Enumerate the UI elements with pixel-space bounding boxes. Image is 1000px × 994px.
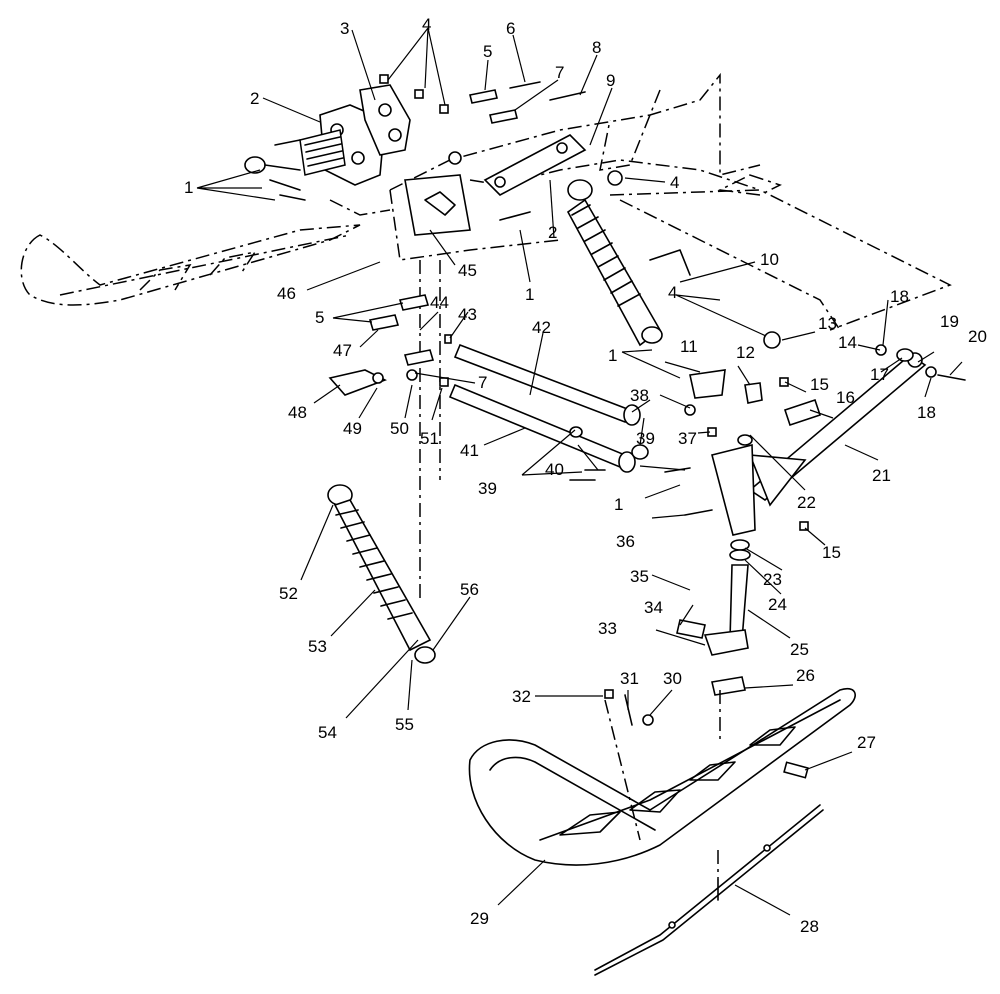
right-hardware bbox=[763, 331, 966, 531]
callout-16: 16 bbox=[836, 388, 855, 407]
left-ski-outline bbox=[20, 224, 361, 306]
callout-44: 44 bbox=[430, 293, 449, 312]
main-shock-absorber bbox=[566, 179, 691, 347]
callout-31: 31 bbox=[620, 669, 639, 688]
top-link-parts bbox=[448, 81, 623, 221]
callout-1d: 1 bbox=[614, 495, 623, 514]
callout-21: 21 bbox=[872, 466, 891, 485]
callout-55: 55 bbox=[395, 715, 414, 734]
callout-13: 13 bbox=[818, 314, 837, 333]
mount-plate bbox=[404, 174, 471, 236]
spindle-assembly bbox=[676, 434, 756, 656]
callout-30: 30 bbox=[663, 669, 682, 688]
callout-45: 45 bbox=[458, 261, 477, 280]
callout-15: 15 bbox=[810, 375, 829, 394]
callout-46: 46 bbox=[277, 284, 296, 303]
callout-51: 51 bbox=[420, 429, 439, 448]
callout-34: 34 bbox=[644, 598, 663, 617]
callout-32: 32 bbox=[512, 687, 531, 706]
callout-40: 40 bbox=[545, 460, 564, 479]
callout-1b: 1 bbox=[525, 285, 534, 304]
ski-wear-bar bbox=[594, 804, 824, 976]
callout-1c: 1 bbox=[608, 346, 617, 365]
callout-43: 43 bbox=[458, 305, 477, 324]
callout-49: 49 bbox=[343, 419, 362, 438]
callout-17: 17 bbox=[870, 365, 889, 384]
callout-28: 28 bbox=[800, 917, 819, 936]
callout-12: 12 bbox=[736, 343, 755, 362]
replacement-shock bbox=[327, 484, 436, 664]
callout-52: 52 bbox=[279, 584, 298, 603]
callout-11: 11 bbox=[680, 337, 698, 356]
callout-5: 5 bbox=[483, 42, 492, 61]
callout-6: 6 bbox=[506, 19, 515, 38]
callout-labels: 1 2 3 4 5 6 7 8 9 4 2 1 45 46 10 4 5 44 … bbox=[184, 15, 987, 936]
callout-26: 26 bbox=[796, 666, 815, 685]
callout-14: 14 bbox=[838, 333, 857, 352]
callout-15b: 15 bbox=[822, 543, 841, 562]
callout-2b: 2 bbox=[548, 223, 557, 242]
chassis-frame bbox=[329, 72, 952, 600]
callout-5b: 5 bbox=[315, 308, 324, 327]
callout-42: 42 bbox=[532, 318, 551, 337]
callout-22: 22 bbox=[797, 493, 816, 512]
tie-rod bbox=[748, 352, 927, 507]
callout-8: 8 bbox=[592, 38, 601, 57]
callout-47: 47 bbox=[333, 341, 352, 360]
strut-tubes bbox=[448, 343, 641, 473]
callout-27: 27 bbox=[857, 733, 876, 752]
callout-20: 20 bbox=[968, 327, 987, 346]
right-ski bbox=[468, 676, 856, 866]
callout-48: 48 bbox=[288, 403, 307, 422]
callout-18: 18 bbox=[890, 287, 909, 306]
callout-36: 36 bbox=[616, 532, 635, 551]
left-hardware bbox=[328, 294, 452, 396]
callout-23: 23 bbox=[763, 570, 782, 589]
callout-24: 24 bbox=[768, 595, 787, 614]
steering-parts bbox=[569, 369, 763, 516]
callout-18b: 18 bbox=[917, 403, 936, 422]
callout-29: 29 bbox=[470, 909, 489, 928]
callout-2: 2 bbox=[250, 89, 259, 108]
callout-33: 33 bbox=[598, 619, 617, 638]
callout-3: 3 bbox=[340, 19, 349, 38]
callout-53: 53 bbox=[308, 637, 327, 656]
callout-1: 1 bbox=[184, 178, 193, 197]
callout-25: 25 bbox=[790, 640, 809, 659]
callout-4b: 4 bbox=[670, 173, 679, 192]
left-small-shock bbox=[244, 129, 346, 176]
callout-50: 50 bbox=[390, 419, 409, 438]
left-bolts bbox=[269, 74, 449, 201]
callout-39: 39 bbox=[636, 429, 655, 448]
callout-4: 4 bbox=[422, 15, 431, 34]
callout-41: 41 bbox=[460, 441, 479, 460]
callout-4c: 4 bbox=[668, 283, 677, 302]
callout-7: 7 bbox=[555, 63, 564, 82]
callout-37: 37 bbox=[678, 429, 697, 448]
callout-35: 35 bbox=[630, 567, 649, 586]
callout-10: 10 bbox=[760, 250, 779, 269]
leader-lines bbox=[196, 27, 963, 916]
callout-56: 56 bbox=[460, 580, 479, 599]
callout-39b: 39 bbox=[478, 479, 497, 498]
callout-38: 38 bbox=[630, 386, 649, 405]
callout-9: 9 bbox=[606, 71, 615, 90]
callout-54: 54 bbox=[318, 723, 337, 742]
callout-7b: 7 bbox=[478, 373, 487, 392]
callout-19: 19 bbox=[940, 312, 959, 331]
